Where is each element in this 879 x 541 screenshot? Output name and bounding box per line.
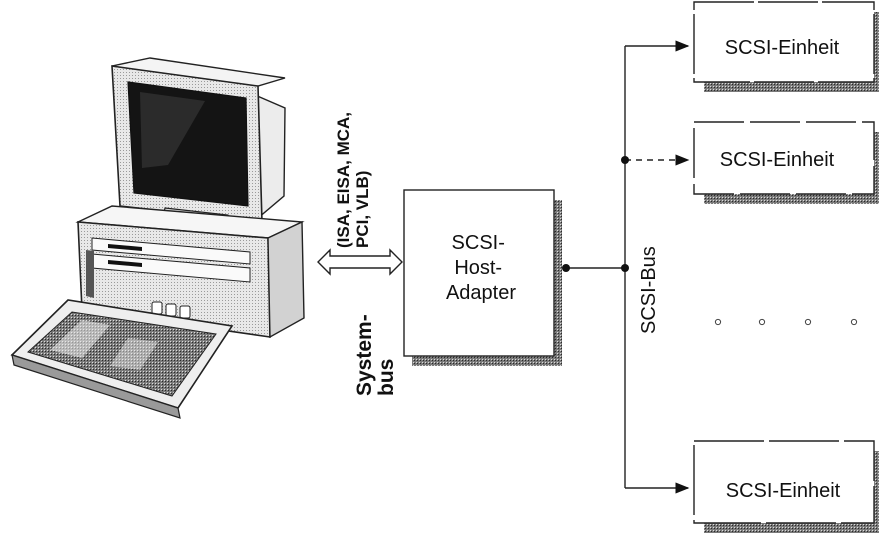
ellipsis-icon	[715, 319, 856, 324]
scsi-bus-label: SCSI-Bus	[638, 246, 660, 334]
scsi-device-label: SCSI-Einheit	[726, 480, 841, 502]
system-bus-label: System- bus	[353, 308, 398, 396]
scsi-device-3: SCSI-Einheit	[694, 441, 879, 533]
computer-icon	[12, 58, 304, 418]
scsi-device-label: SCSI-Einheit	[720, 149, 835, 171]
host-adapter-label: SCSI- Host- Adapter	[446, 232, 516, 304]
scsi-device-label: SCSI-Einheit	[725, 37, 840, 59]
bus-junction-dots	[562, 156, 629, 272]
scsi-device-2: SCSI-Einheit	[694, 122, 879, 204]
system-bus-types-label: (ISA, EISA, MCA, PCI, VLB)	[334, 107, 372, 248]
scsi-device-1: SCSI-Einheit	[694, 2, 879, 92]
system-bus-arrow	[318, 250, 402, 274]
